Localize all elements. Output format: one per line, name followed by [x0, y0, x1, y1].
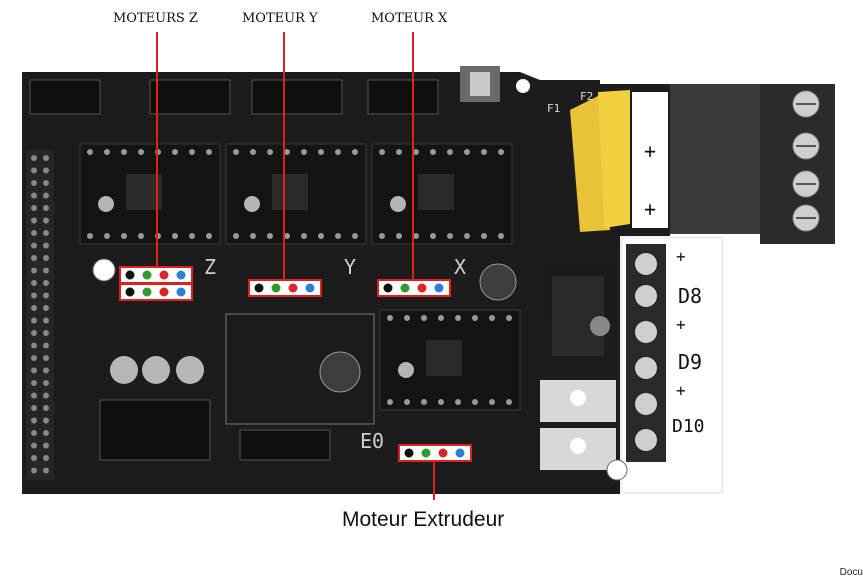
- label-moteur-y: MOTEUR Y: [242, 11, 318, 26]
- wire-dot: [383, 283, 393, 293]
- wire-dot: [434, 283, 444, 293]
- label-moteurs-z: MOTEURS Z: [113, 11, 198, 26]
- fuses: F1 F2: [547, 90, 630, 232]
- motor-connector-2: [119, 283, 193, 301]
- wire-dot: [176, 287, 186, 297]
- output-d8: D8: [678, 284, 702, 308]
- svg-text:Z: Z: [204, 255, 216, 279]
- wire-dot: [271, 283, 281, 293]
- stepper-driver-1: [79, 143, 221, 245]
- motor-connector-1: [119, 266, 193, 284]
- svg-text:+: +: [676, 315, 686, 334]
- stepper-driver-3: [371, 143, 513, 245]
- wire-dot: [455, 448, 465, 458]
- wire-dot: [125, 287, 135, 297]
- wire-dot: [142, 287, 152, 297]
- power-terminal: + +: [632, 84, 835, 244]
- mount-hole-1: [92, 258, 116, 282]
- label-moteur-x: MOTEUR X: [371, 11, 448, 26]
- wire-dot: [400, 283, 410, 293]
- mount-hole-2: [606, 459, 628, 481]
- left-header-pins: [26, 150, 54, 480]
- svg-text:F1: F1: [547, 102, 560, 115]
- bottom-headers: [99, 313, 375, 461]
- svg-text:+: +: [644, 139, 656, 163]
- wire-dot: [176, 270, 186, 280]
- wire-dot: [288, 283, 298, 293]
- svg-text:X: X: [454, 255, 466, 279]
- svg-text:+: +: [676, 247, 686, 266]
- wire-dot: [404, 448, 414, 458]
- wire-dot: [142, 270, 152, 280]
- mount-hole-3: [516, 79, 530, 93]
- capacitors: [110, 263, 517, 393]
- output-terminal: D8 D9 D10 + + +: [626, 244, 705, 462]
- mosfets: [540, 262, 616, 470]
- motor-connector-5: [398, 444, 472, 462]
- output-d9: D9: [678, 350, 702, 374]
- label-moteur-extrudeur: Moteur Extrudeur: [342, 508, 505, 531]
- svg-text:+: +: [644, 197, 656, 221]
- stepper-driver-4: [379, 309, 521, 411]
- output-d10: D10: [672, 416, 705, 437]
- wire-dot: [417, 283, 427, 293]
- axis-letters: Z Y X E0: [204, 255, 466, 453]
- wire-dot: [305, 283, 315, 293]
- wire-dot: [438, 448, 448, 458]
- wire-dot: [159, 270, 169, 280]
- motor-connector-3: [248, 279, 322, 297]
- driver-modules: [79, 143, 521, 411]
- motor-connector-4: [377, 279, 451, 297]
- wire-dot: [421, 448, 431, 458]
- stepper-driver-2: [225, 143, 367, 245]
- wire-dot: [125, 270, 135, 280]
- wire-dot: [254, 283, 264, 293]
- corner-text: Docu: [839, 567, 863, 578]
- svg-text:F2: F2: [580, 90, 593, 103]
- wire-dot: [159, 287, 169, 297]
- svg-text:+: +: [676, 381, 686, 400]
- svg-text:Y: Y: [344, 255, 356, 279]
- marker-lines: [156, 32, 435, 500]
- top-headers: [29, 66, 500, 115]
- svg-text:E0: E0: [360, 429, 384, 453]
- connector-highlights: [119, 266, 472, 462]
